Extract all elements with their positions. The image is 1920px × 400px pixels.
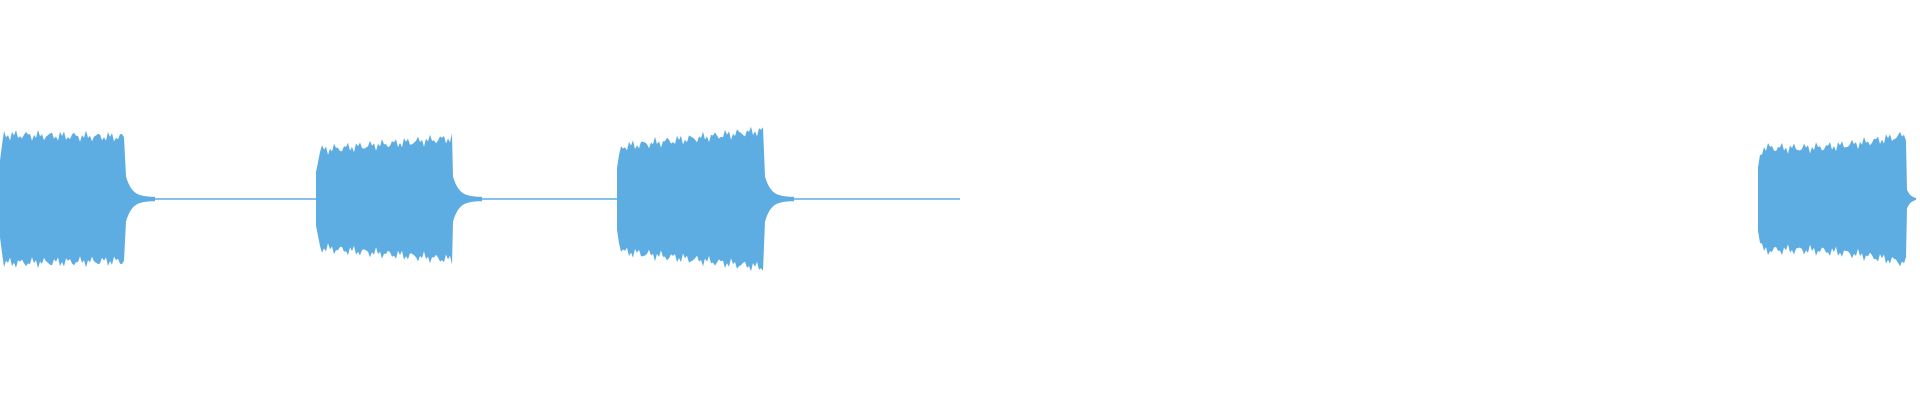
waveform-segment-3 — [617, 126, 794, 272]
waveform-segment-4 — [1758, 131, 1916, 267]
waveform-segments — [0, 126, 1916, 272]
waveform-segment-2 — [316, 133, 482, 265]
waveform-segment-1 — [0, 129, 155, 269]
